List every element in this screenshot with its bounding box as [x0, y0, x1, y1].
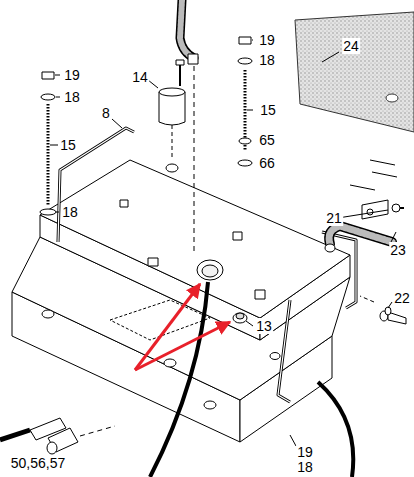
callout-number: 66 — [258, 155, 276, 171]
callout-number: 18 — [296, 459, 314, 475]
callout-number: 15 — [59, 137, 77, 153]
callout-number: 8 — [101, 105, 111, 121]
callout-number: 18 — [258, 52, 276, 68]
callout-number: 18 — [61, 204, 79, 220]
callout-number: 23 — [389, 242, 407, 258]
callout-number: 18 — [63, 89, 81, 105]
callout-number: 15 — [259, 102, 277, 118]
callout-number: 14 — [131, 69, 149, 85]
callout-number: 13 — [255, 318, 273, 334]
callout-number: 24 — [342, 38, 360, 54]
callout-number: 65 — [258, 132, 276, 148]
callout-number: 21 — [325, 210, 343, 226]
callout-number: 22 — [393, 290, 411, 306]
callout-number: 50,56,57 — [10, 455, 67, 471]
callout-number: 19 — [258, 32, 276, 48]
callout-number: 19 — [63, 67, 81, 83]
callout-number: 19 — [296, 444, 314, 460]
